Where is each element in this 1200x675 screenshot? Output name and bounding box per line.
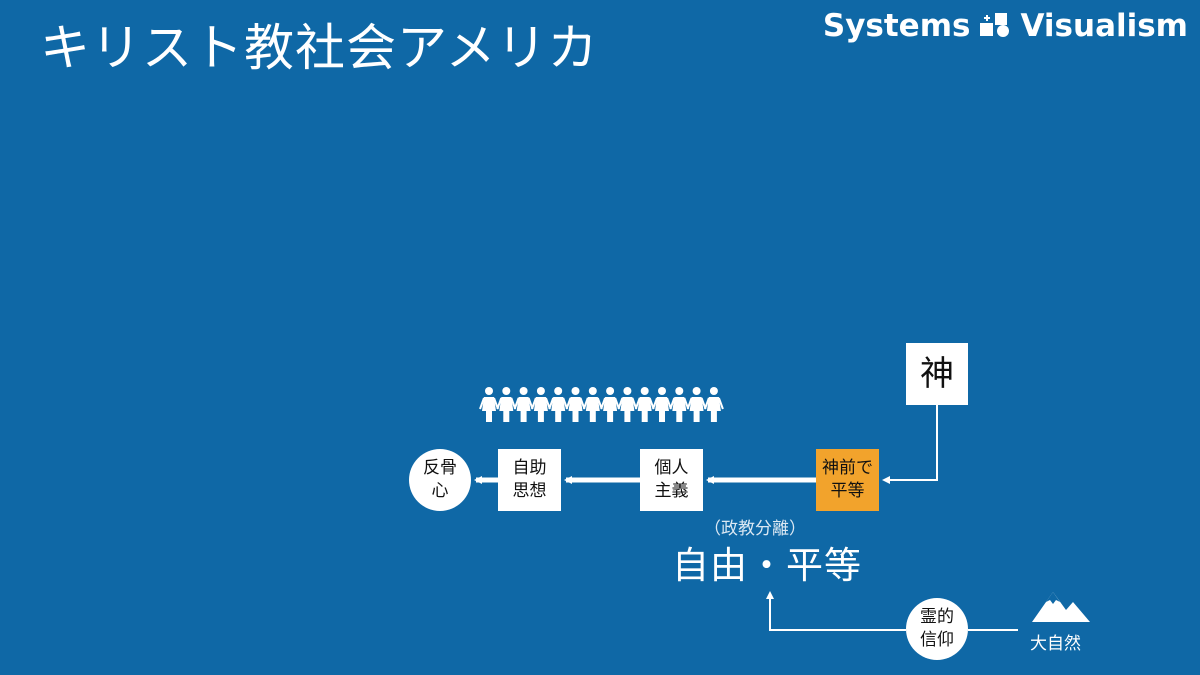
person-figure — [548, 387, 569, 422]
brand-name-left: Systems — [822, 8, 971, 44]
label-nature: 大自然 — [1030, 634, 1081, 654]
logo-icon — [980, 13, 1010, 37]
node-self-help: 自助 思想 — [498, 449, 561, 511]
person-figure — [686, 387, 707, 422]
node-equal-before-god: 神前で 平等 — [816, 449, 879, 511]
label-separation: （政教分離） — [704, 519, 806, 539]
person-figure — [530, 387, 551, 422]
people-icon — [479, 387, 724, 422]
brand-logo: Systems Visualism — [823, 8, 1188, 44]
brand-name-right: Visualism — [1020, 8, 1188, 44]
person-figure — [600, 387, 621, 422]
person-figure — [634, 387, 655, 422]
node-individualism: 個人 主義 — [640, 449, 703, 511]
mountain-icon — [1032, 592, 1090, 622]
person-figure — [513, 387, 534, 422]
person-figure — [617, 387, 638, 422]
label-freedom-equality: 自由・平等 — [672, 544, 862, 587]
node-god: 神 — [906, 343, 968, 405]
node-spirit-faith: 霊的 信仰 — [906, 598, 968, 660]
page-title: キリスト教社会アメリカ — [40, 19, 599, 77]
person-figure — [652, 387, 672, 422]
arrow-god-to-equality — [882, 405, 938, 484]
person-figure — [479, 387, 499, 422]
node-rebellion: 反骨 心 — [409, 449, 471, 511]
arrow-spirit-to-freedom — [766, 591, 906, 631]
person-figure — [496, 387, 517, 422]
person-figure — [669, 387, 690, 422]
person-figure — [565, 387, 586, 422]
person-figure — [703, 387, 724, 422]
person-figure — [582, 387, 603, 422]
